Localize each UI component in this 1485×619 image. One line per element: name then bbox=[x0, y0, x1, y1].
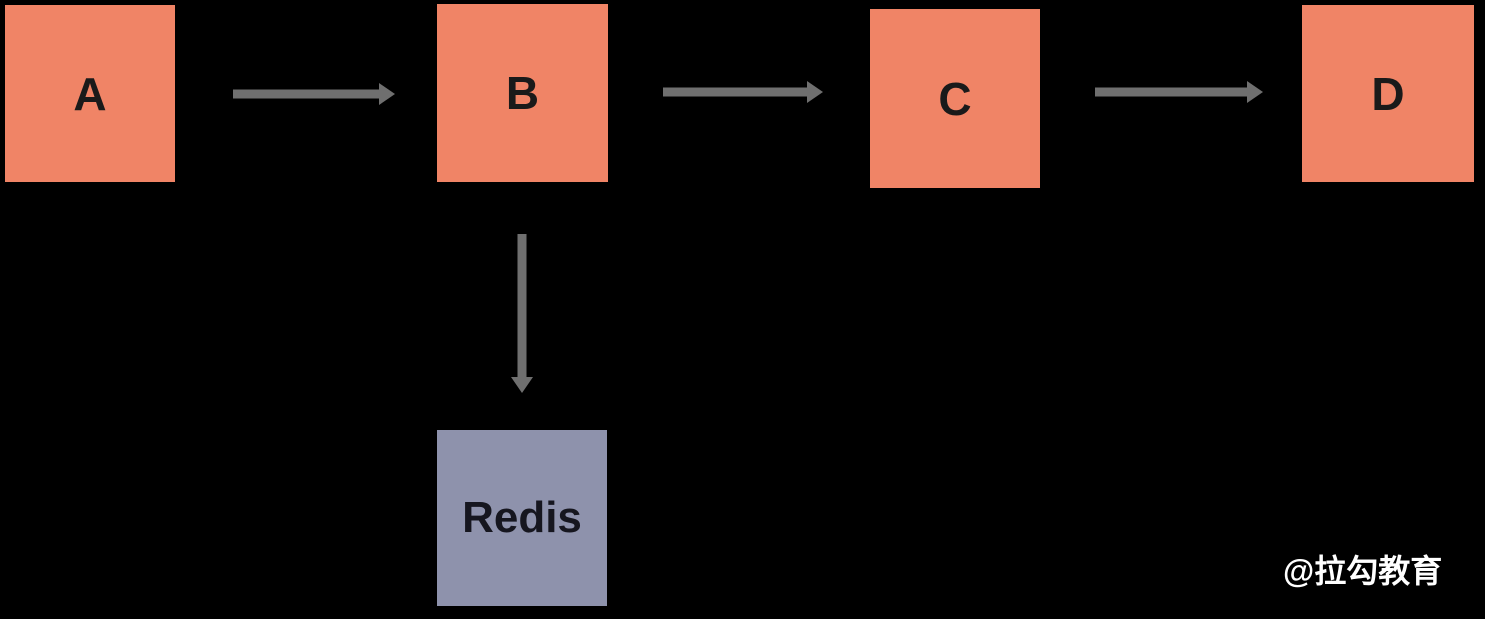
arrow-right-icon-a-to-b bbox=[233, 83, 395, 105]
arrow-head bbox=[379, 83, 395, 105]
arrow-right-icon-b-to-c bbox=[663, 81, 823, 103]
node-b: B bbox=[437, 4, 608, 182]
node-d: D bbox=[1302, 5, 1474, 182]
node-d-label: D bbox=[1371, 67, 1405, 120]
node-redis: Redis bbox=[437, 430, 607, 606]
node-a: A bbox=[5, 5, 175, 182]
node-a-label: A bbox=[73, 67, 107, 120]
arrow-down-icon-b-to-redis bbox=[511, 234, 533, 393]
arrow-head bbox=[511, 377, 533, 393]
arrow-shaft bbox=[1095, 87, 1248, 97]
watermark: @拉勾教育 bbox=[1283, 553, 1443, 589]
arrow-shaft bbox=[233, 89, 380, 99]
arrow-shaft bbox=[517, 234, 527, 378]
arrow-shaft bbox=[663, 87, 808, 97]
arrow-head bbox=[1247, 81, 1263, 103]
arrow-right-icon-c-to-d bbox=[1095, 81, 1263, 103]
node-c: C bbox=[870, 9, 1040, 188]
arrow-head bbox=[807, 81, 823, 103]
node-b-label: B bbox=[505, 67, 540, 119]
node-redis-label: Redis bbox=[462, 493, 582, 542]
node-c-label: C bbox=[938, 72, 972, 125]
